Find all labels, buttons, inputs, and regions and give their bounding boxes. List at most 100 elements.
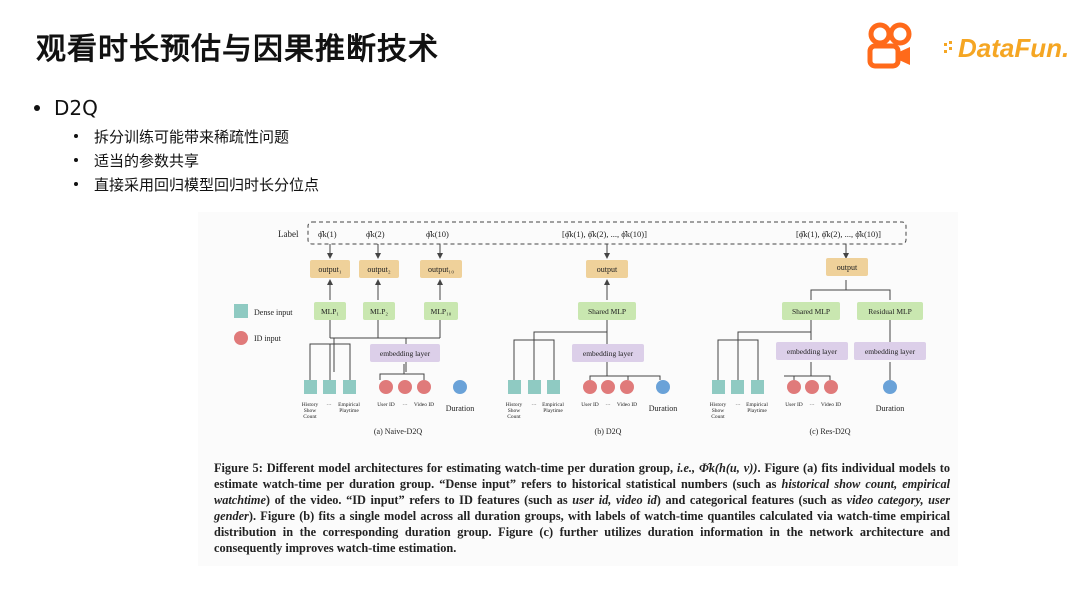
feat-ellipsis: ··· <box>605 402 611 408</box>
dense-input <box>731 380 744 394</box>
feat-video: Video ID <box>414 402 434 408</box>
label-a-1: ϕ̂k(1) <box>318 229 337 239</box>
feat-empirical: Playtime <box>747 408 767 414</box>
shared-mlp-c: Shared MLP <box>792 307 830 316</box>
id-input <box>398 380 412 394</box>
figure-caption: Figure 5: Different model architectures … <box>214 460 950 556</box>
subcaption-b: (b) D2Q <box>595 427 622 436</box>
bullet-dot-icon <box>74 158 78 162</box>
output-b: output <box>597 265 618 274</box>
mlp-a-10: MLP₁₀ <box>431 307 452 316</box>
feat-duration: Duration <box>649 404 677 413</box>
label-c: [ϕ̂k(1), ϕ̂k(2), ..., ϕ̂k(10)] <box>796 229 881 239</box>
datafun-logo-text: DataFun. <box>958 32 1070 63</box>
kuaishou-logo-icon <box>867 22 912 69</box>
embedding-box <box>572 344 644 362</box>
mlp-box <box>314 302 346 320</box>
datafun-dots-icon <box>944 41 952 53</box>
sub-bullet-text: 拆分训练可能带来稀疏性问题 <box>94 127 290 146</box>
dense-input <box>508 380 521 394</box>
feat-history: Count <box>711 414 725 420</box>
feat-empirical: Playtime <box>543 408 563 414</box>
id-input <box>787 380 801 394</box>
mlp-box <box>424 302 458 320</box>
feat-user: User ID <box>377 402 395 408</box>
subcaption-a: (a) Naive-D2Q <box>374 427 422 436</box>
mlp-box <box>363 302 395 320</box>
feat-history: Count <box>507 414 521 420</box>
shared-mlp-box <box>578 302 636 320</box>
output-box <box>826 258 868 276</box>
feat-duration: Duration <box>876 404 904 413</box>
feat-empirical: Empirical <box>542 402 564 408</box>
output-box <box>586 260 628 278</box>
dense-input <box>712 380 725 394</box>
dense-input <box>528 380 541 394</box>
duration-input <box>656 380 670 394</box>
feat-user: User ID <box>581 402 599 408</box>
architecture-figure: Label ϕ̂k(1) ϕ̂k(2) ϕ̂k(10) [ϕ̂k(1), ϕ̂k… <box>198 212 958 566</box>
feat-user: User ID <box>785 402 803 408</box>
caption-text: ) of the video. “ID input” refers to ID … <box>265 493 573 507</box>
dense-input <box>304 380 317 394</box>
output-a-10: output₁₀ <box>428 265 454 274</box>
caption-italic: historical show count, empirical watchti… <box>214 477 951 507</box>
embedding-box <box>854 342 926 360</box>
duration-input <box>453 380 467 394</box>
feat-history: History <box>506 402 523 408</box>
bullet-dot-icon <box>74 182 78 186</box>
architecture-diagram: Label ϕ̂k(1) ϕ̂k(2) ϕ̂k(10) [ϕ̂k(1), ϕ̂k… <box>234 221 926 436</box>
output-box <box>310 260 350 278</box>
subcaption-c: (c) Res-D2Q <box>809 427 850 436</box>
id-input <box>379 380 393 394</box>
legend-dense-swatch <box>234 304 248 318</box>
shared-mlp-b: Shared MLP <box>588 307 626 316</box>
feat-empirical: Empirical <box>746 402 768 408</box>
sub-bullet-text: 直接采用回归模型回归时长分位点 <box>94 175 320 194</box>
caption-italic: user id, video id <box>572 493 657 507</box>
dense-input <box>343 380 356 394</box>
caption-text: Figure 5: Different model architectures … <box>214 461 677 475</box>
bullet-main-text: D2Q <box>54 96 98 120</box>
feat-history: Show <box>508 408 521 414</box>
feat-empirical: Empirical <box>338 402 360 408</box>
shared-mlp-box <box>782 302 840 320</box>
caption-math: i.e., Φ̂k(h(u, v)) <box>676 461 758 475</box>
embedding-box <box>776 342 848 360</box>
feat-history: History <box>710 402 727 408</box>
embedding-c1: embedding layer <box>787 347 838 356</box>
output-c: output <box>837 263 858 272</box>
id-input <box>620 380 634 394</box>
feat-ellipsis: ··· <box>402 402 408 408</box>
datafun-logo: DataFun. <box>944 30 1069 66</box>
feat-empirical: Playtime <box>339 408 359 414</box>
sub-bullet: 直接采用回归模型回归时长分位点 <box>74 172 319 196</box>
feat-ellipsis: ··· <box>735 402 741 408</box>
caption-text: . Figure (a) fits individual models to e… <box>214 461 951 491</box>
feat-ellipsis: ··· <box>326 402 332 408</box>
feat-history: History <box>302 402 319 408</box>
feat-history: Count <box>303 414 317 420</box>
label-text: Label <box>278 229 299 239</box>
id-input <box>601 380 615 394</box>
feat-history: Show <box>304 408 317 414</box>
residual-mlp-c: Residual MLP <box>868 307 912 316</box>
caption-italic: video category, user gender <box>214 493 950 523</box>
label-b: [ϕ̂k(1), ϕ̂k(2), ..., ϕ̂k(10)] <box>562 229 647 239</box>
caption-text: ) and categorical features (such as <box>656 493 847 507</box>
dense-input <box>323 380 336 394</box>
label-a-10: ϕ̂k(10) <box>426 229 449 239</box>
sub-bullet: 拆分训练可能带来稀疏性问题 <box>74 124 319 148</box>
mlp-a-1: MLP₁ <box>321 307 339 316</box>
bullet-list: D2Q 拆分训练可能带来稀疏性问题 适当的参数共享 直接采用回归模型回归时长分位… <box>34 96 319 196</box>
feat-duration: Duration <box>446 404 474 413</box>
dense-input <box>751 380 764 394</box>
feat-history: Show <box>712 408 725 414</box>
embedding-c2: embedding layer <box>865 347 916 356</box>
id-input <box>583 380 597 394</box>
dense-input <box>547 380 560 394</box>
page-title: 观看时长预估与因果推断技术 <box>36 32 439 67</box>
label-a-2: ϕ̂k(2) <box>366 229 385 239</box>
output-a-1: output₁ <box>318 265 341 274</box>
output-a-2: output₂ <box>367 265 390 274</box>
